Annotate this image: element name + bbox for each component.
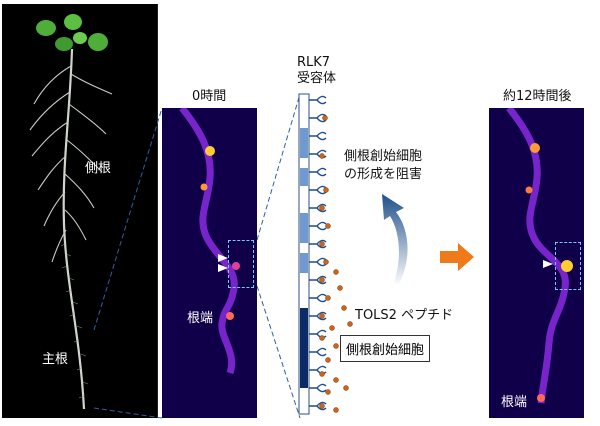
curved-inhibition-arrow-icon: [372, 190, 422, 290]
receptor-label-line2: 受容体: [297, 72, 336, 85]
membrane-diagram: [292, 88, 362, 424]
hotspot: [530, 143, 540, 153]
orange-right-arrow-icon: [440, 243, 474, 271]
hotspot: [226, 312, 234, 320]
panel-time12: 根端: [489, 108, 584, 418]
panel-time0: 根端: [162, 108, 257, 418]
hotspot: [526, 187, 533, 194]
root-tip-label-left: 根端: [187, 312, 213, 325]
receptor-label-line1: RLK7: [297, 56, 330, 69]
peptide-label: TOLS2 ペプチド: [355, 309, 453, 322]
zoom-line-top: [94, 108, 162, 330]
time12-label: 約12時間後: [503, 90, 572, 103]
zoom-line-bottom: [94, 408, 162, 418]
hotspot: [201, 184, 208, 191]
inset-box: [555, 242, 581, 290]
inhibit-label-line1: 側根創始細胞: [344, 150, 422, 163]
root-tip-label-right: 根端: [501, 396, 527, 409]
founder-cell-tag: 側根創始細胞: [340, 335, 430, 362]
time0-label: 0時間: [192, 90, 226, 103]
inhibit-label-line2: の形成を阻害: [344, 168, 422, 181]
founder-cell-label: 側根創始細胞: [346, 343, 424, 358]
hotspot: [537, 394, 545, 402]
receptor-y-icon: [309, 96, 326, 409]
inset-box: [228, 240, 254, 288]
hotspot: [205, 146, 215, 156]
